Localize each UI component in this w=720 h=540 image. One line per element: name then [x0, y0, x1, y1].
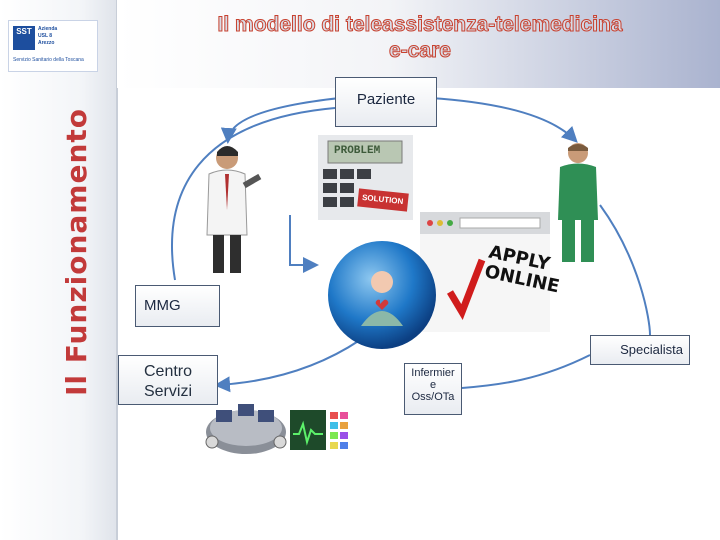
- infermiere-line-1: Infermier: [405, 367, 461, 379]
- calculator-problem-label: PROBLEM: [334, 145, 380, 157]
- arrow-mmg-to-center: [290, 215, 315, 265]
- node-mmg: MMG: [135, 285, 220, 327]
- calculator-image: PROBLEM SOLUTION: [318, 135, 413, 220]
- apply-online-image: APPLY ONLINE: [420, 212, 550, 332]
- node-centro-servizi: Centro Servizi: [118, 355, 218, 405]
- doctor-icon: [195, 140, 265, 280]
- patient-globe-icon: [325, 238, 439, 352]
- centro-line-1: Centro: [119, 362, 217, 382]
- node-infermiere: Infermier e Oss/OTa: [404, 363, 462, 415]
- arrow-paziente-to-specialist: [430, 98, 575, 140]
- centro-line-2: Servizi: [119, 382, 217, 402]
- telemetry-monitor-icon: [290, 410, 352, 452]
- specialist-icon: [548, 140, 608, 265]
- arrow-paziente-to-mmg: [228, 98, 340, 140]
- infermiere-line-2: e: [405, 379, 461, 391]
- node-paziente: Paziente: [335, 77, 437, 127]
- arrow-bottom-right: [462, 355, 590, 388]
- node-specialista: Specialista: [590, 335, 690, 365]
- infermiere-line-3: Oss/OTa: [405, 391, 461, 403]
